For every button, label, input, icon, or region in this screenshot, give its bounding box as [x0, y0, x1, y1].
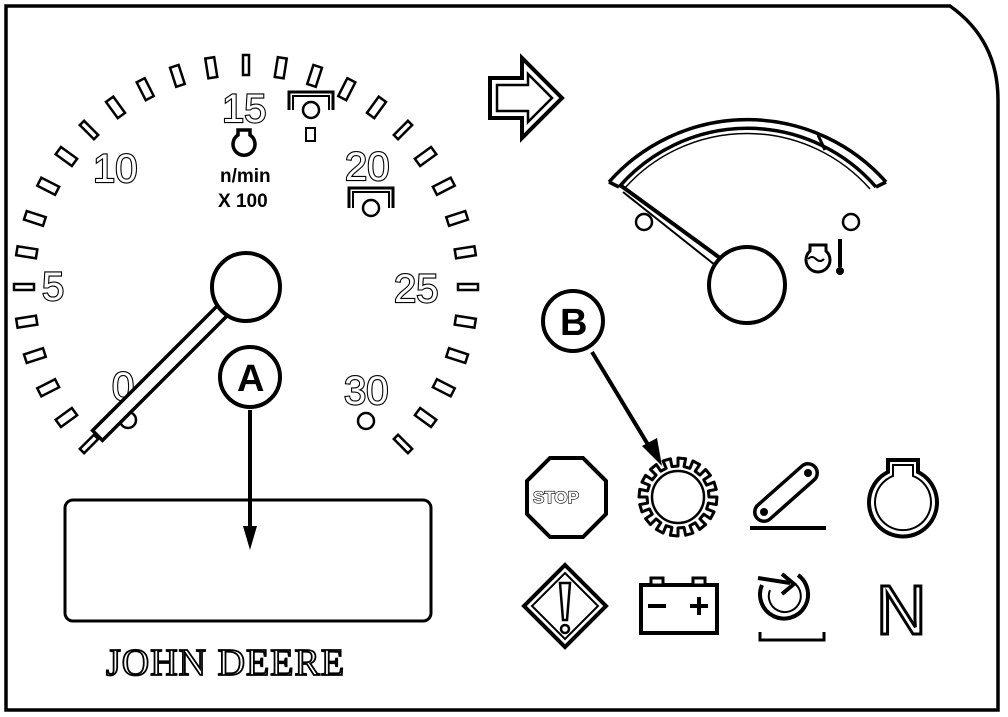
tach-tick-9: [53, 145, 79, 168]
tach-tick-24: [453, 244, 478, 260]
temp-gauge-light-right: [841, 212, 861, 232]
coolant-temperature-gauge: [607, 117, 888, 325]
tach-tick-26: [453, 314, 478, 330]
callout-a: A: [218, 345, 282, 550]
tach-tick-6: [14, 244, 39, 260]
tach-tick-4: [14, 314, 39, 330]
tick-label-5: 5: [42, 265, 64, 309]
engine-oil-pressure-icon: [867, 458, 939, 539]
callout-b: B: [541, 289, 662, 466]
warning-icon: [521, 562, 609, 650]
economy-rpm-icon: [287, 90, 335, 142]
turn-signal-arrow-icon: [488, 53, 565, 143]
tach-tick-22: [431, 175, 457, 197]
temp-gauge-hub: [707, 245, 787, 325]
tach-indicator-light-right: [356, 411, 376, 431]
callout-a-letter: A: [237, 358, 264, 400]
tach-tick-25: [456, 282, 480, 292]
tach-tick-2: [35, 377, 61, 399]
tachometer-ticks: [12, 53, 480, 455]
brand-logo-text: JOHN DEERE: [106, 642, 345, 684]
tach-tick-12: [134, 76, 156, 102]
tach-tick-14: [203, 55, 219, 80]
battery-icon: [639, 576, 719, 635]
tick-label-20: 20: [345, 145, 390, 189]
callout-b-letter: B: [560, 302, 587, 344]
coolant-temperature-icon: [804, 239, 844, 275]
tach-tick-29: [413, 406, 439, 429]
tach-tick-3: [22, 346, 48, 365]
tick-label-10: 10: [93, 147, 138, 191]
tach-tick-21: [413, 145, 439, 168]
stop-label: STOP: [533, 488, 579, 507]
tach-tick-1: [53, 406, 79, 429]
engine-speed-icon: [231, 128, 257, 157]
tach-tick-18: [336, 76, 358, 102]
tach-tick-19: [365, 94, 388, 120]
stop-icon: STOP: [525, 456, 608, 539]
tick-label-25: 25: [394, 267, 439, 311]
tach-tick-20: [392, 119, 414, 141]
tach-tick-0: [78, 433, 100, 455]
tachometer-hub: [210, 251, 282, 323]
unit-label-line1: n/min: [220, 166, 271, 187]
tach-tick-11: [104, 94, 127, 120]
temp-gauge-light-left: [634, 212, 654, 232]
panel-outline: [4, 4, 1000, 712]
tach-tick-30: [392, 433, 414, 455]
neutral-icon: N: [876, 571, 927, 649]
engine-preheat-gear-hub: [650, 469, 706, 525]
tach-tick-5: [12, 282, 36, 292]
tach-tick-7: [22, 209, 48, 228]
tach-tick-17: [305, 63, 324, 89]
tick-label-15: 15: [222, 87, 267, 131]
tach-tick-27: [444, 346, 470, 365]
rated-rpm-icon: [347, 186, 395, 218]
tach-tick-15: [241, 53, 251, 77]
tach-tick-8: [35, 175, 61, 197]
tachometer: 0 5 10 15 20 25 30 n/min X 100: [12, 53, 480, 455]
belt-icon: [750, 462, 826, 530]
tick-label-30: 30: [344, 369, 389, 413]
tach-tick-10: [78, 119, 100, 141]
tach-tick-13: [168, 63, 187, 89]
tach-tick-16: [273, 55, 289, 80]
engine-preheat-icon: [637, 456, 719, 538]
tach-tick-23: [444, 209, 470, 228]
unit-label-line2: X 100: [218, 191, 268, 212]
pto-icon: [757, 572, 826, 642]
tach-tick-28: [431, 377, 457, 399]
